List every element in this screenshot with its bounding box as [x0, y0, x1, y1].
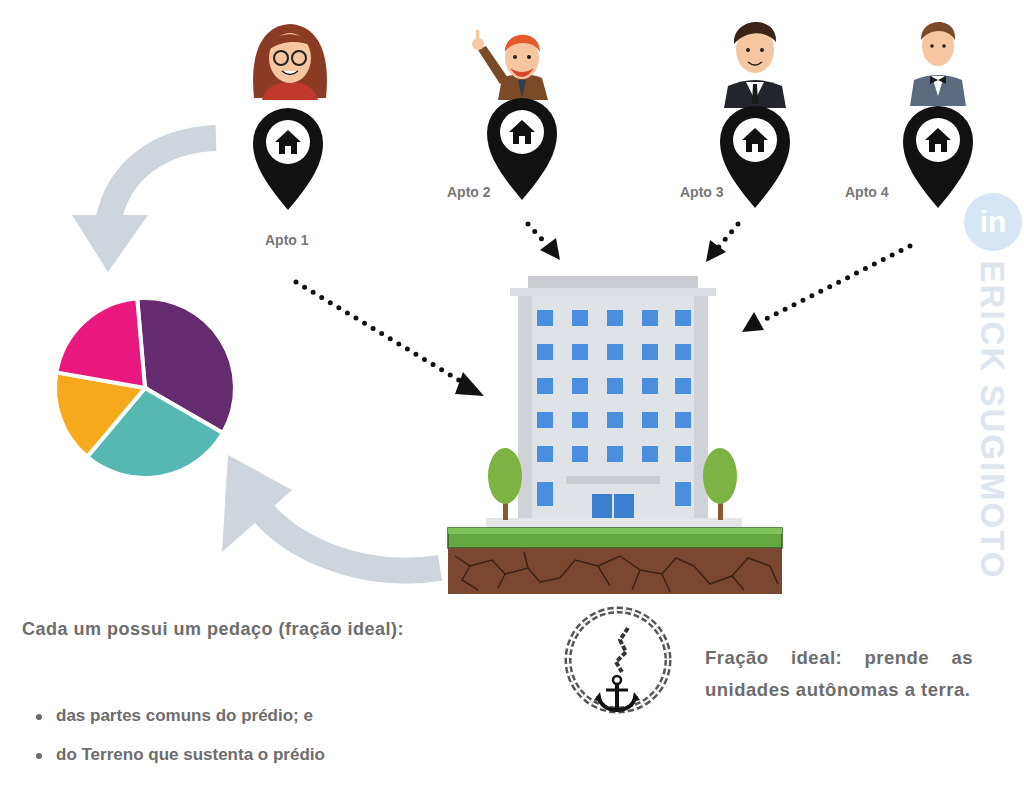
unit-label: Apto 1 — [265, 232, 309, 248]
building — [486, 276, 742, 528]
anchor-note: Fração ideal: prende as unidades autônom… — [705, 642, 973, 706]
person-icon — [724, 22, 786, 108]
bullet-text: das partes comuns do prédio; e — [56, 706, 313, 726]
ground — [448, 528, 782, 594]
bullet-dot — [36, 753, 42, 759]
unit-label: Apto 3 — [680, 184, 724, 200]
person-icon — [253, 24, 327, 100]
bullet-text: do Terreno que sustenta o prédio — [56, 745, 325, 765]
bullet-dot — [36, 714, 42, 720]
logo-circle — [964, 193, 1022, 251]
anchor-symbol — [568, 610, 668, 710]
watermark: ERICK SUGIMOTO — [973, 261, 1011, 580]
logo-text: in — [980, 205, 1007, 239]
explanation-text: Cada um possui um pedaço (fração ideal): — [22, 608, 418, 650]
arrow-head — [72, 215, 148, 272]
pie-chart — [55, 298, 235, 478]
person-icon — [910, 22, 966, 106]
unit-label: Apto 4 — [845, 184, 889, 200]
arrow-head — [222, 455, 292, 552]
curved-arrows — [108, 138, 440, 571]
unit-label: Apto 2 — [447, 184, 491, 200]
map-pins — [253, 98, 973, 210]
person-icon — [472, 30, 548, 100]
